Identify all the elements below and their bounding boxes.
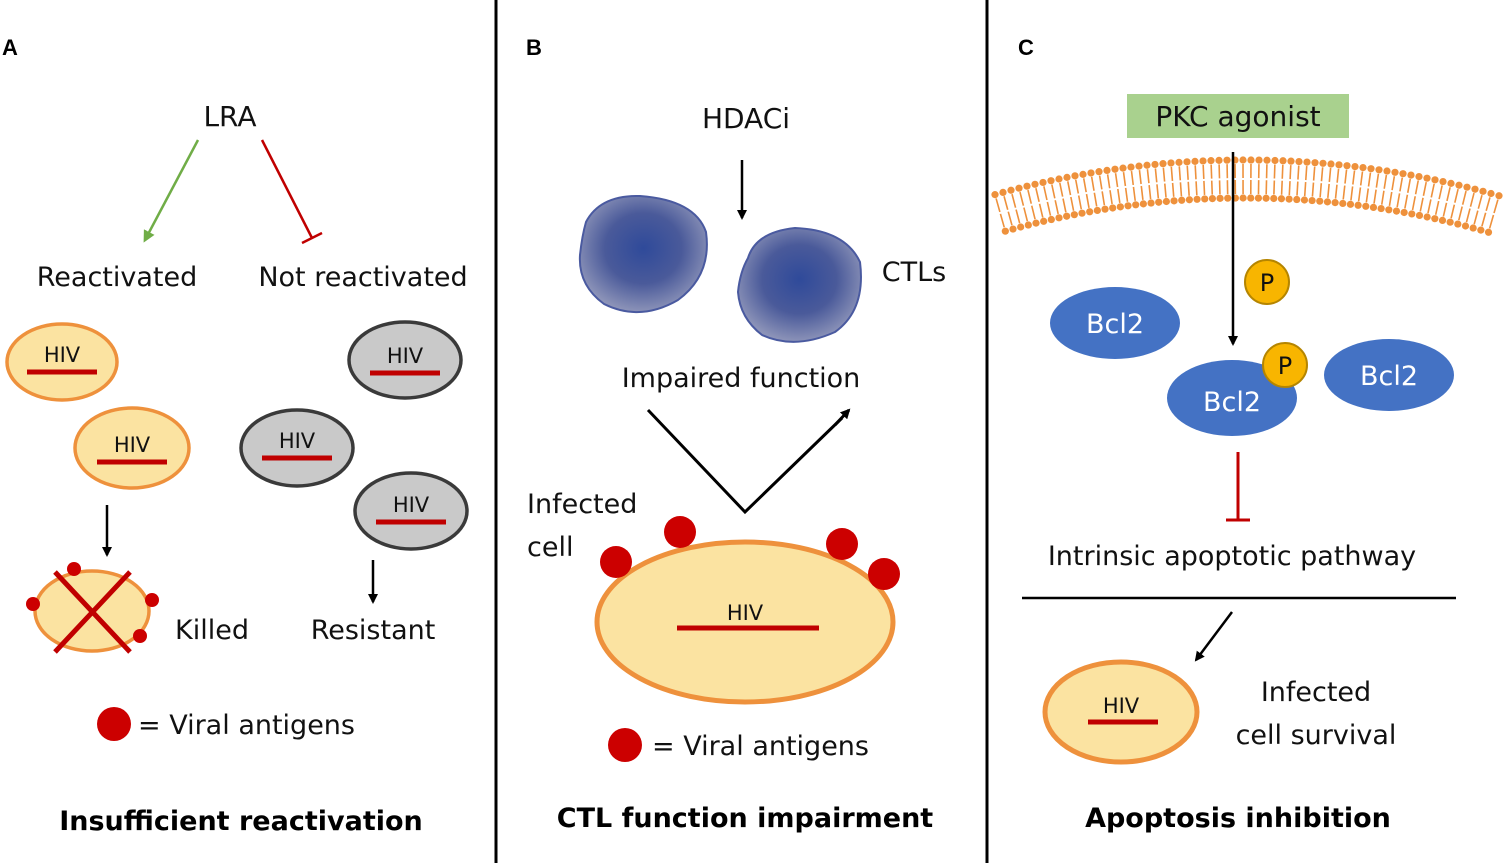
killed-label: Killed [175, 615, 249, 646]
antigen-legend-text: = Viral antigens [652, 731, 869, 762]
surviving-cell: HIV [1042, 659, 1200, 765]
pathway-label: Intrinsic apoptotic pathway [1048, 541, 1416, 572]
antigen-legend-dot [608, 728, 642, 762]
hiv-label: HIV [387, 344, 424, 368]
deflected-arrow [646, 408, 844, 515]
panel-c-letter: C [1018, 35, 1034, 60]
hiv-label: HIV [44, 343, 81, 367]
pkc-agonist-label: PKC agonist [1155, 100, 1320, 133]
reactivated-label: Reactivated [37, 262, 198, 293]
killed-cell [26, 562, 159, 654]
survival-arrow [1194, 611, 1233, 662]
bcl2-protein-phosphorylated: Bcl2 P [1167, 342, 1308, 436]
panel-c: C PKC agonist P Bcl2 Bcl2 Bcl2 P Intrins… [991, 35, 1503, 834]
bcl2-label: Bcl2 [1203, 387, 1261, 418]
resistant-cell: HIV [353, 471, 469, 551]
panel-c-caption: Apoptosis inhibition [1085, 803, 1391, 834]
antigen-dot [145, 593, 159, 607]
panel-a-caption: Insufficient reactivation [59, 806, 423, 837]
inhibition-bar [301, 231, 323, 245]
antigen-dot [868, 558, 900, 590]
resistant-label: Resistant [311, 615, 436, 646]
panel-a: A LRA Reactivated Not reactivated HIV HI… [2, 35, 469, 837]
antigen-dot [26, 597, 40, 611]
hiv-label: HIV [1103, 694, 1140, 718]
phospho-label: P [1278, 352, 1292, 380]
hiv-label: HIV [727, 601, 764, 625]
antigen-dot [664, 516, 696, 548]
hdaci-label: HDACi [702, 102, 790, 135]
hiv-label: HIV [393, 493, 430, 517]
survival-label-1: Infected [1261, 677, 1371, 708]
resistant-cell: HIV [347, 320, 463, 400]
reactivated-cell: HIV [5, 322, 119, 402]
phospho-group: P [1244, 259, 1290, 305]
antigen-dot [133, 629, 147, 643]
inhibition-arrow [260, 139, 314, 239]
ctl-cell [736, 226, 862, 343]
panel-b-letter: B [526, 35, 542, 60]
panel-b-caption: CTL function impairment [557, 803, 934, 834]
not-reactivated-label: Not reactivated [258, 262, 467, 293]
resistant-cell: HIV [239, 408, 355, 488]
lra-label: LRA [203, 100, 256, 133]
survival-label-2: cell survival [1236, 720, 1397, 751]
activation-arrow [143, 139, 200, 243]
hiv-label: HIV [279, 429, 316, 453]
deflected-arrow-head [833, 408, 851, 427]
ctls-label: CTLs [882, 257, 946, 288]
antigen-dot [600, 546, 632, 578]
antigen-dot [826, 528, 858, 560]
infected-cell: HIV [594, 516, 900, 705]
bcl2-protein: Bcl2 [1324, 339, 1454, 411]
infected-label-2: cell [527, 532, 573, 563]
bcl2-protein: Bcl2 [1050, 287, 1180, 359]
impaired-label: Impaired function [622, 363, 861, 394]
antigen-legend-text: = Viral antigens [138, 710, 355, 741]
panel-b: B HDACi CTLs Impaired function Infected … [526, 35, 946, 834]
panel-a-letter: A [2, 35, 18, 60]
bcl2-label: Bcl2 [1360, 361, 1418, 392]
pkc-agonist-box [1127, 94, 1349, 138]
infected-label-1: Infected [527, 489, 637, 520]
hiv-label: HIV [114, 433, 151, 457]
phospho-group [1262, 342, 1308, 388]
phospho-label: P [1260, 269, 1274, 297]
reactivated-cell: HIV [73, 406, 191, 490]
antigen-legend-dot [97, 707, 131, 741]
cell-membrane [991, 156, 1503, 236]
bcl2-label: Bcl2 [1086, 309, 1144, 340]
ctl-cell [578, 194, 708, 314]
antigen-dot [67, 562, 81, 576]
